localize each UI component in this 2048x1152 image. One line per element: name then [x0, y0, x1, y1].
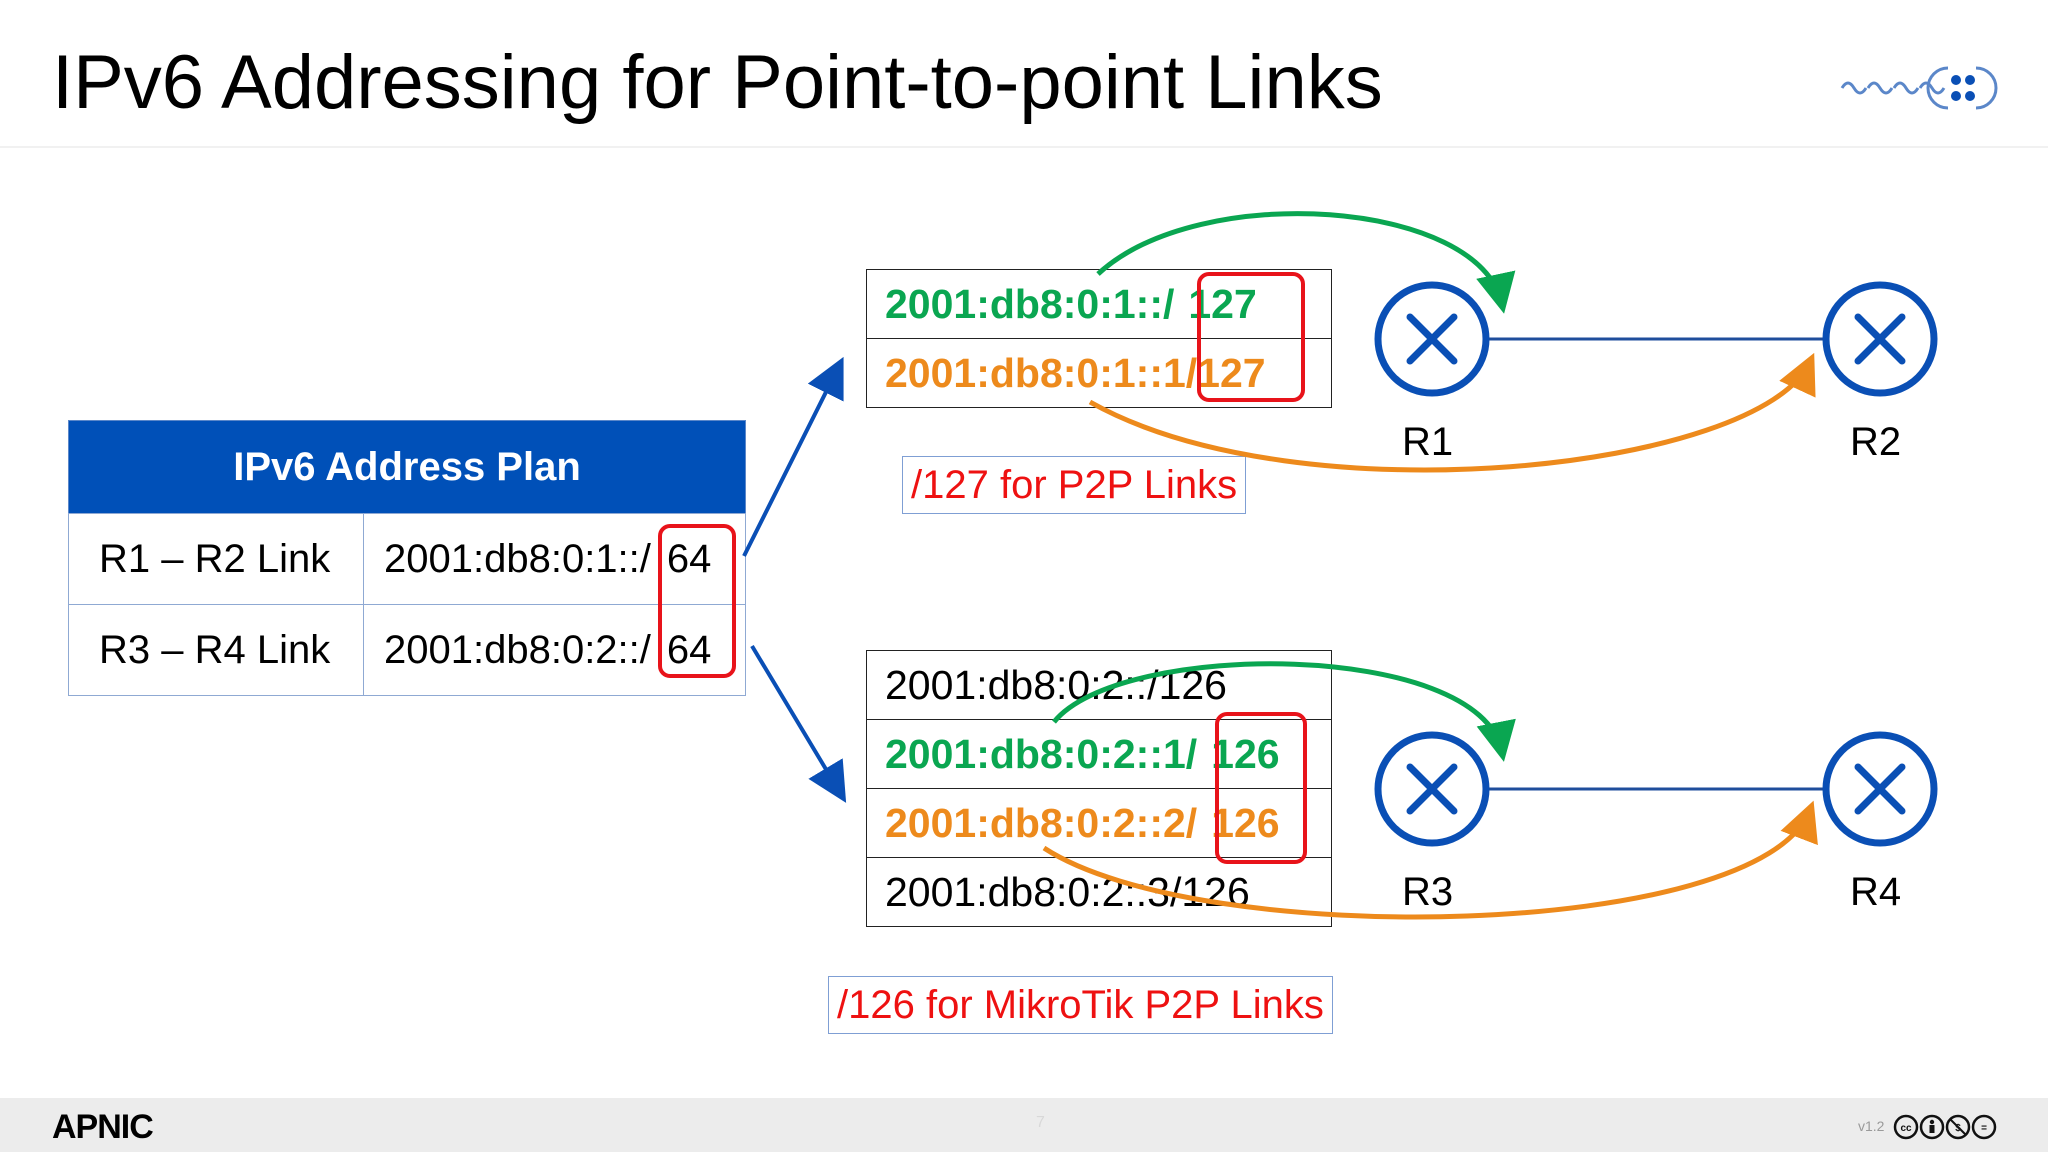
title-divider — [0, 146, 2048, 148]
prefix-length: 64 — [666, 536, 712, 581]
router-label-r3: R3 — [1402, 870, 1454, 914]
router-icon — [1822, 731, 1938, 847]
blue-arrow-up — [742, 356, 844, 557]
prefix-length: 126 — [1211, 799, 1280, 846]
blue-arrow-down — [750, 644, 847, 803]
address-cell: 2001:db8:0:2::1/126 — [866, 719, 1332, 789]
address-prefix: 2001:db8:0:1::/ — [885, 280, 1175, 327]
router-label-r1: R1 — [1402, 420, 1454, 464]
address-cell: 2001:db8:0:2::/126 — [866, 650, 1332, 720]
highlight-box-127 — [1197, 272, 1305, 402]
p2p-127-note: /127 for P2P Links — [902, 456, 1247, 514]
table-row: 2001:db8:0:2::3/126 — [866, 857, 1332, 927]
link-prefix-cell: 2001:db8:0:1::/ 64 — [363, 513, 746, 605]
table-row: 2001:db8:0:2::2/126 — [866, 788, 1332, 858]
address-prefix: 2001:db8:0:2::1/ — [885, 730, 1198, 777]
version-label: v1.2 — [1858, 1118, 1885, 1134]
apnic-logo: APNIC — [52, 1108, 154, 1146]
ipv6-logo-icon — [1840, 66, 1998, 110]
p2p-126-note: /126 for MikroTik P2P Links — [828, 976, 1333, 1034]
table-row: R3 – R4 Link 2001:db8:0:2::/ 64 — [68, 604, 746, 696]
table-row: R1 – R2 Link 2001:db8:0:1::/ 64 — [68, 513, 746, 605]
address-prefix: 2001:db8:0:2::2/ — [885, 799, 1198, 846]
prefix-length: 126 — [1211, 730, 1280, 777]
link-name: R3 – R4 Link — [68, 604, 364, 696]
address-cell: 2001:db8:0:2::2/126 — [866, 788, 1332, 858]
highlight-box-126 — [1215, 712, 1307, 864]
plan-table-header: IPv6 Address Plan — [68, 420, 746, 514]
orange-arrow-top — [1088, 352, 1816, 473]
page-title: IPv6 Addressing for Point-to-point Links — [52, 40, 1383, 125]
address-plan-table: IPv6 Address Plan R1 – R2 Link 2001:db8:… — [68, 420, 746, 696]
address-cell: 2001:db8:0:2::3/126 — [866, 857, 1332, 927]
creative-commons-icon: cc $ = — [1893, 1114, 1997, 1140]
svg-text:=: = — [1981, 1123, 1987, 1134]
link-prefix-cell: 2001:db8:0:2::/ 64 — [363, 604, 746, 696]
table-row: 2001:db8:0:2::/126 — [866, 650, 1332, 720]
highlight-box-64 — [658, 524, 736, 678]
address-cell: 2001:db8:0:1::1/127 — [866, 338, 1332, 408]
orange-arrow-bottom — [1042, 800, 1818, 920]
svg-text:cc: cc — [1900, 1123, 1912, 1134]
prefix-length: 64 — [666, 627, 712, 672]
address-prefix: 2001:db8:0:1::1/ — [885, 349, 1198, 396]
link-name: R1 – R2 Link — [68, 513, 364, 605]
router-label-r4: R4 — [1850, 870, 1902, 914]
prefix-length: 127 — [1197, 349, 1266, 396]
table-row: 2001:db8:0:2::1/126 — [866, 719, 1332, 789]
slide-footer — [0, 1098, 2048, 1152]
router-icon — [1374, 281, 1490, 397]
green-arrow-bottom — [1052, 661, 1516, 762]
table-row: 2001:db8:0:1::1/127 — [866, 338, 1332, 408]
link-prefix: 2001:db8:0:2::/ — [384, 627, 651, 672]
router-icon — [1374, 731, 1490, 847]
link-prefix: 2001:db8:0:1::/ — [384, 536, 651, 581]
router-label-r2: R2 — [1850, 420, 1902, 464]
page-number: 7 — [1036, 1114, 1045, 1131]
p2p-126-table: 2001:db8:0:2::/126 2001:db8:0:2::1/126 2… — [866, 650, 1332, 927]
green-arrow-top — [1096, 211, 1516, 314]
router-icon — [1822, 281, 1938, 397]
